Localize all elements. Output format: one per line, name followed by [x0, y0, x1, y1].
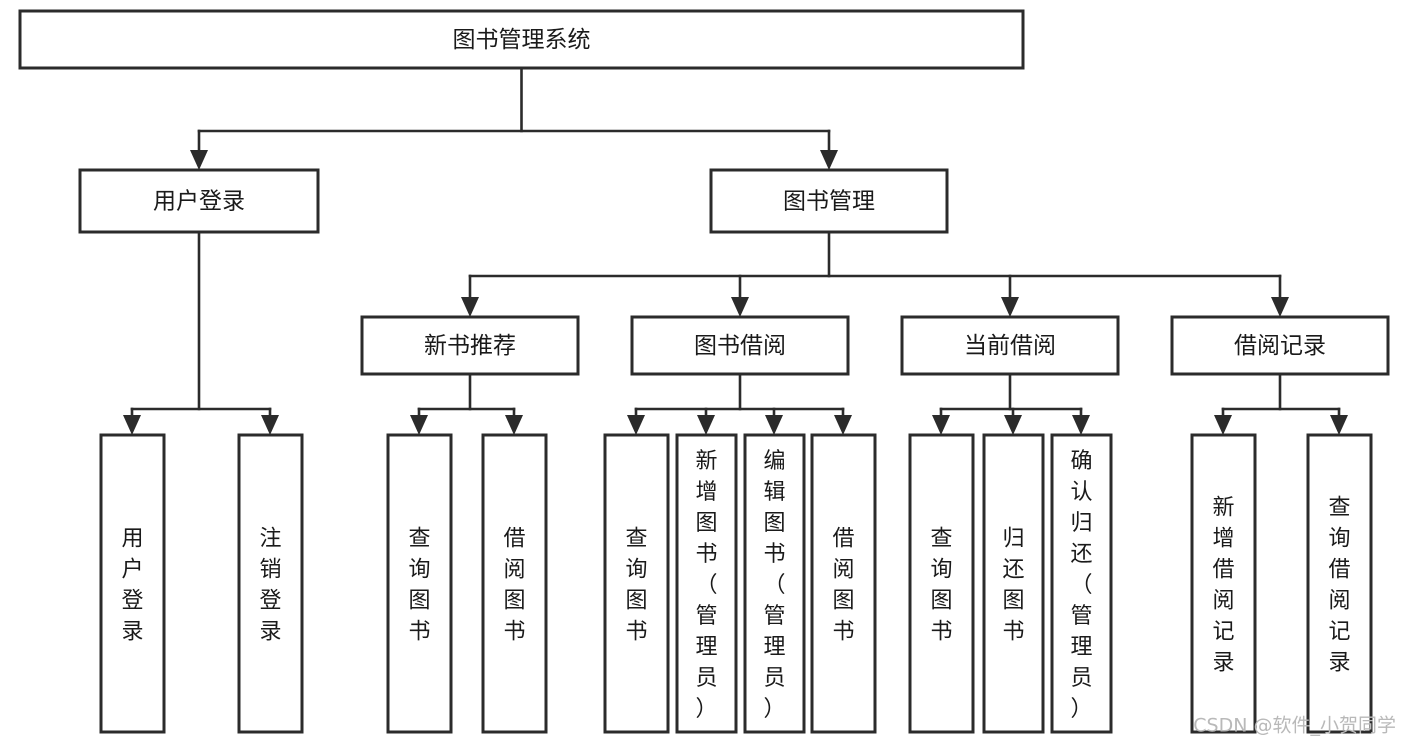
root-to-modules-arrow-0 [190, 150, 208, 170]
node-box[interactable] [603, 433, 670, 734]
book-manage-to-sub-arrow-1 [731, 297, 749, 317]
node-box[interactable] [78, 168, 320, 234]
node-label: 借阅记录 [1234, 333, 1326, 359]
node-leaf-return-book[interactable]: 归还图书 [982, 433, 1045, 734]
node-label: 图书借阅 [694, 333, 786, 359]
node-box[interactable] [1050, 433, 1113, 734]
node-box[interactable] [237, 433, 304, 734]
book-borrow-to-functions-arrow-0 [627, 415, 645, 435]
node-label: 借阅图书 [832, 527, 854, 645]
book-borrow-to-functions-arrow-3 [834, 415, 852, 435]
node-leaf-query-book-2[interactable]: 查询图书 [603, 433, 670, 734]
node-label: 当前借阅 [964, 333, 1056, 359]
node-label: 注销登录 [259, 527, 281, 645]
node-leaf-borrow-book-1[interactable]: 借阅图书 [481, 433, 548, 734]
current-borrow-to-functions-arrow-1 [1004, 415, 1022, 435]
node-label: 借阅图书 [503, 527, 525, 645]
node-label: 新增图书（管理员） [695, 449, 717, 722]
node-borrow-record[interactable]: 借阅记录 [1170, 315, 1390, 376]
borrow-record-to-functions-arrow-0 [1214, 415, 1232, 435]
node-box[interactable] [386, 433, 453, 734]
csdn-watermark: CSDN @软件_小贺同学 [1193, 715, 1396, 737]
node-label: 查询借阅记录 [1328, 496, 1350, 676]
node-label: 图书管理系统 [453, 27, 591, 53]
book-manage-to-sub-arrow-0 [461, 297, 479, 317]
node-box[interactable] [99, 433, 166, 734]
new-book-to-functions-arrow-1 [505, 415, 523, 435]
node-box[interactable] [675, 433, 738, 734]
user-login-to-functions-arrow-0 [123, 415, 141, 435]
node-book-borrow[interactable]: 图书借阅 [630, 315, 850, 376]
node-label: 用户登录 [153, 189, 245, 215]
root-to-modules-arrow-1 [820, 150, 838, 170]
node-box[interactable] [810, 433, 877, 734]
node-label: 编辑图书（管理员） [763, 449, 785, 722]
node-layer: 图书管理系统用户登录图书管理新书推荐图书借阅当前借阅借阅记录用户登录注销登录查询… [18, 9, 1390, 734]
current-borrow-to-functions-arrow-2 [1072, 415, 1090, 435]
borrow-record-to-functions-arrow-1 [1330, 415, 1348, 435]
node-box[interactable] [630, 315, 850, 376]
node-leaf-add-record[interactable]: 新增借阅记录 [1190, 433, 1257, 734]
node-box[interactable] [18, 9, 1025, 70]
book-borrow-to-functions-arrow-1 [697, 415, 715, 435]
node-box[interactable] [1170, 315, 1390, 376]
node-label: 用户登录 [121, 527, 143, 645]
node-leaf-add-book[interactable]: 新增图书（管理员） [675, 433, 738, 734]
node-box[interactable] [1190, 433, 1257, 734]
node-leaf-borrow-book-2[interactable]: 借阅图书 [810, 433, 877, 734]
book-manage-to-sub-arrow-3 [1271, 297, 1289, 317]
node-box[interactable] [900, 315, 1120, 376]
node-label: 确认归还（管理员） [1070, 449, 1092, 722]
node-label: 新增借阅记录 [1212, 496, 1234, 676]
node-leaf-edit-book[interactable]: 编辑图书（管理员） [743, 433, 806, 734]
node-label: 查询图书 [625, 527, 647, 645]
node-box[interactable] [908, 433, 975, 734]
node-user-login[interactable]: 用户登录 [78, 168, 320, 234]
node-box[interactable] [481, 433, 548, 734]
node-label: 查询图书 [930, 527, 952, 645]
node-root[interactable]: 图书管理系统 [18, 9, 1025, 70]
node-label: 新书推荐 [424, 333, 516, 359]
node-leaf-confirm-return[interactable]: 确认归还（管理员） [1050, 433, 1113, 734]
node-label: 归还图书 [1002, 527, 1024, 645]
node-current-borrow[interactable]: 当前借阅 [900, 315, 1120, 376]
node-leaf-logout[interactable]: 注销登录 [237, 433, 304, 734]
node-leaf-user-login[interactable]: 用户登录 [99, 433, 166, 734]
node-leaf-query-book-1[interactable]: 查询图书 [386, 433, 453, 734]
connector-layer [123, 66, 1348, 435]
node-box[interactable] [1306, 433, 1373, 734]
node-leaf-query-record[interactable]: 查询借阅记录 [1306, 433, 1373, 734]
book-borrow-to-functions-arrow-2 [765, 415, 783, 435]
user-login-to-functions-arrow-1 [261, 415, 279, 435]
node-leaf-query-book-3[interactable]: 查询图书 [908, 433, 975, 734]
node-box[interactable] [360, 315, 580, 376]
node-book-manage[interactable]: 图书管理 [709, 168, 949, 234]
node-label: 图书管理 [783, 189, 875, 215]
new-book-to-functions-arrow-0 [410, 415, 428, 435]
node-box[interactable] [982, 433, 1045, 734]
current-borrow-to-functions-arrow-0 [932, 415, 950, 435]
node-box[interactable] [709, 168, 949, 234]
node-label: 查询图书 [408, 527, 430, 645]
node-new-book-recommend[interactable]: 新书推荐 [360, 315, 580, 376]
book-manage-to-sub-arrow-2 [1001, 297, 1019, 317]
node-box[interactable] [743, 433, 806, 734]
